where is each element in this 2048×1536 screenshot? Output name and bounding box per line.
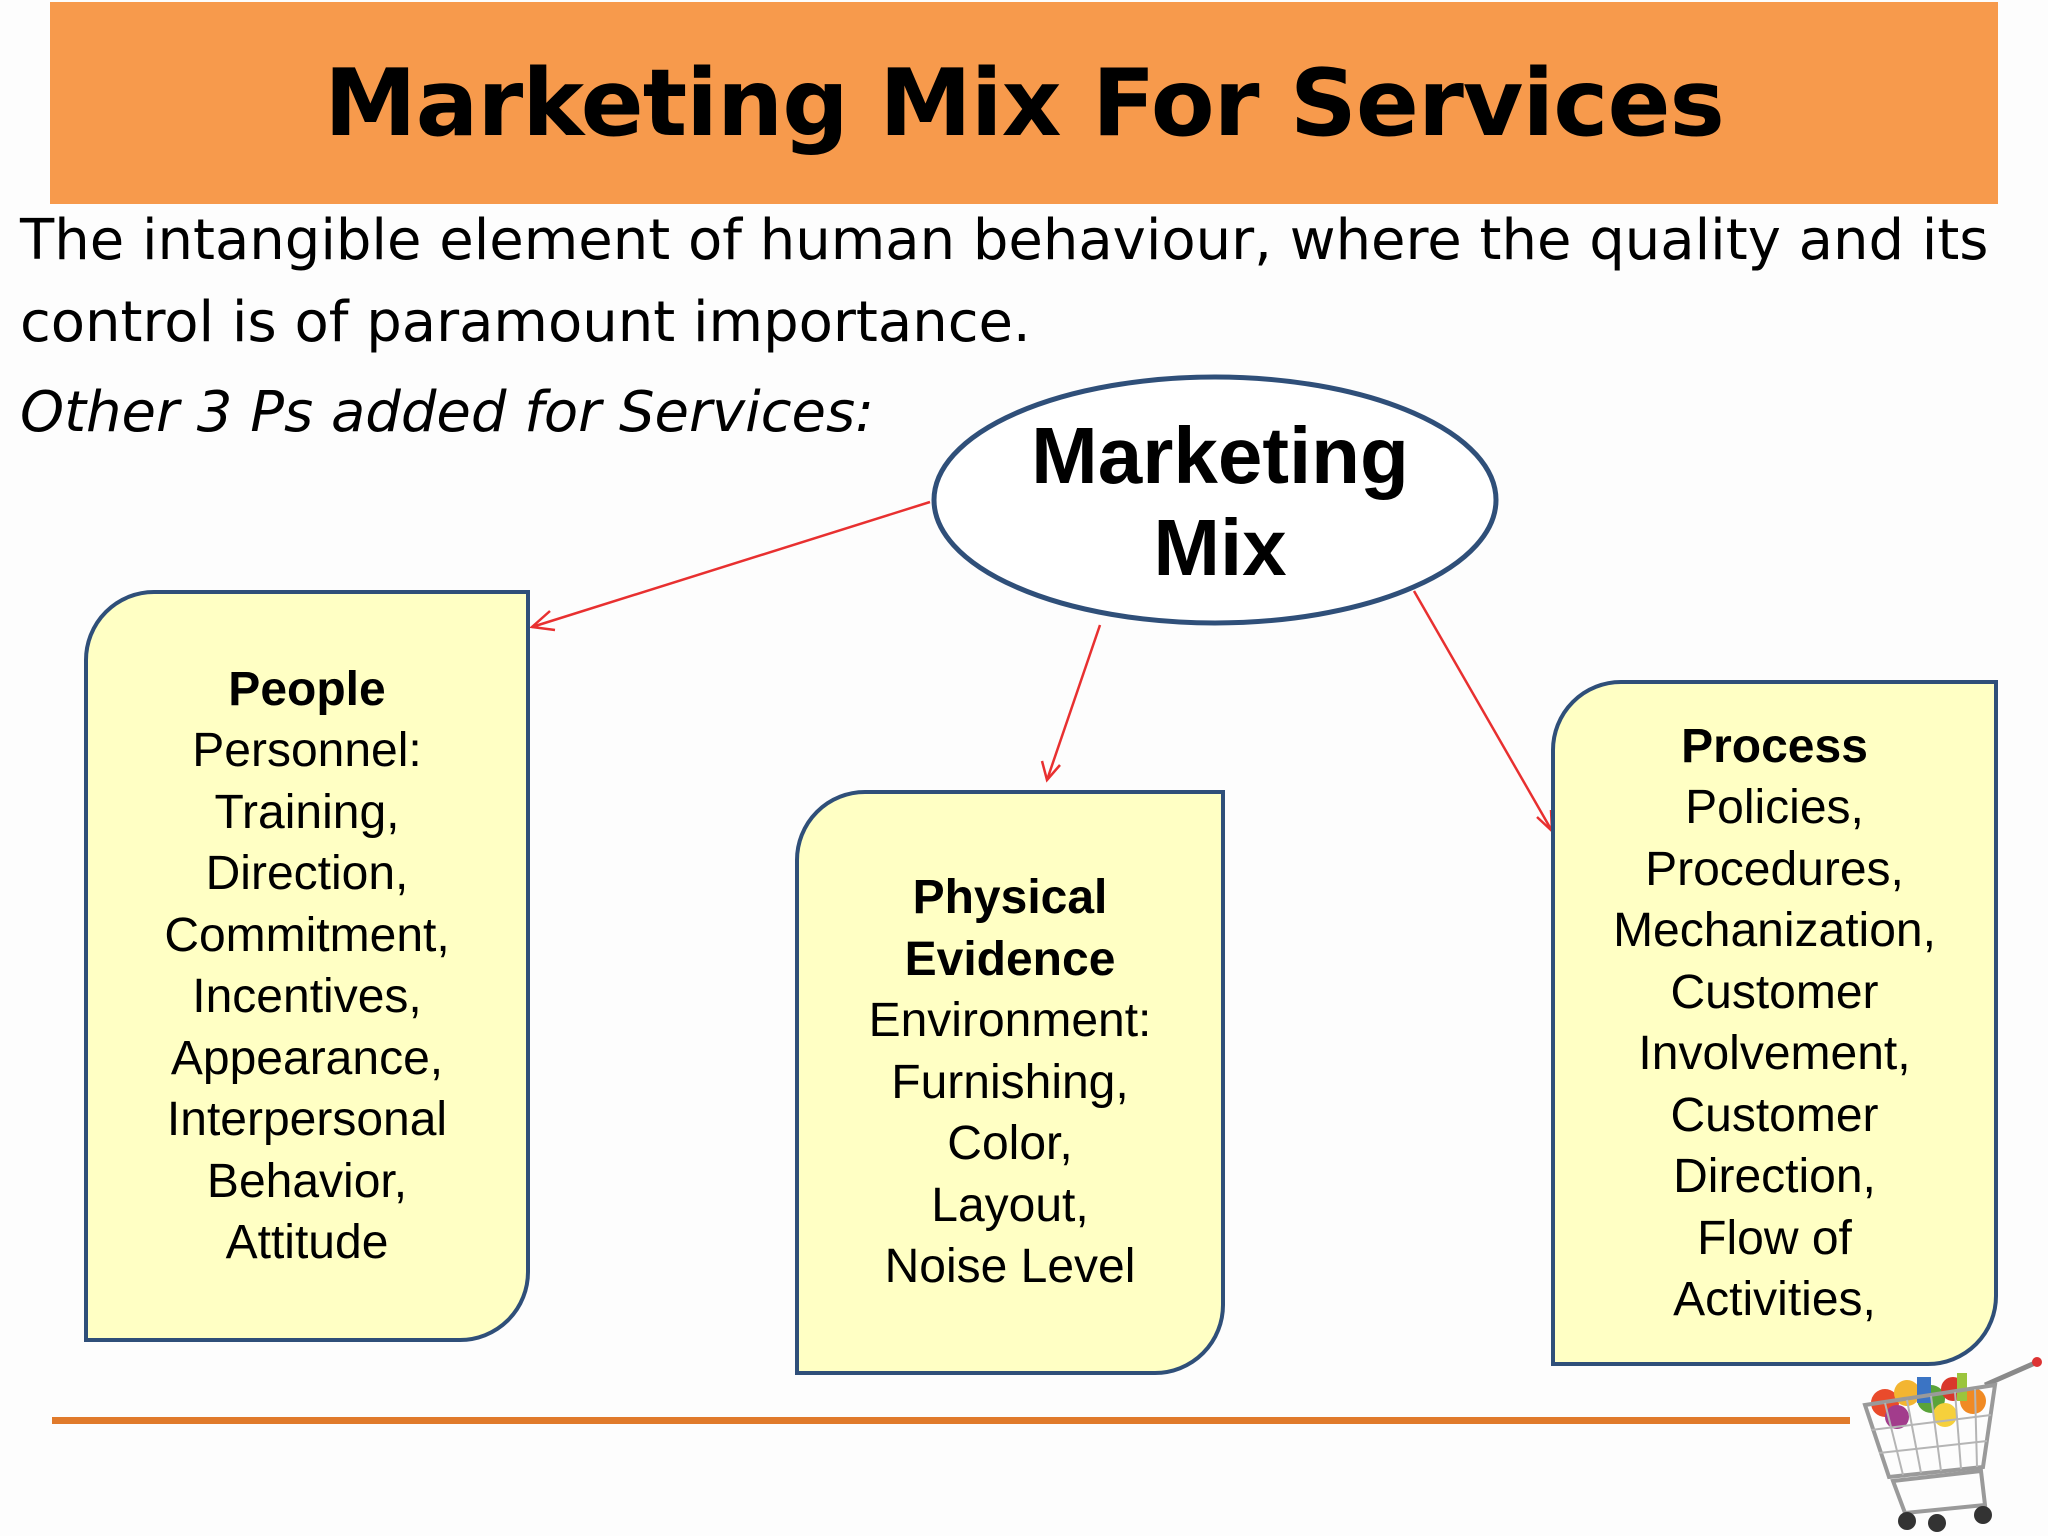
shopping-cart-icon: [1862, 1357, 2042, 1532]
physical-evidence-heading-1: Physical: [912, 871, 1108, 925]
people-item: Training,: [214, 785, 400, 839]
marketing-mix-label: Marketing Mix: [1000, 410, 1440, 594]
physical-evidence-box: Physical Evidence Environment: Furnishin…: [795, 790, 1225, 1375]
marketing-mix-line-2: Mix: [1153, 503, 1287, 592]
people-item: Commitment,: [164, 908, 450, 962]
title-bar: Marketing Mix For Services: [50, 2, 1998, 204]
people-item: Behavior,: [206, 1154, 408, 1208]
process-item: Procedures,: [1645, 842, 1904, 896]
process-item: Involvement,: [1638, 1027, 1911, 1080]
intro-line-2: control is of paramount importance.: [20, 290, 1031, 355]
process-item: Customer: [1670, 965, 1879, 1019]
footer-divider: [52, 1417, 1850, 1424]
people-item: Attitude: [225, 1216, 389, 1269]
arrow-to-physical-evidence: [1040, 624, 1102, 783]
process-item: Customer: [1670, 1088, 1879, 1142]
physical-evidence-item: Color,: [947, 1117, 1073, 1171]
process-item: Flow of: [1697, 1211, 1852, 1265]
people-item: Interpersonal: [166, 1093, 448, 1146]
physical-evidence-heading-2: Evidence: [904, 932, 1116, 986]
intro-text: The intangible element of human behaviou…: [20, 200, 2010, 364]
process-item: Activities,: [1673, 1273, 1876, 1326]
slide-title: Marketing Mix For Services: [324, 49, 1725, 157]
process-box: Process Policies, Procedures, Mechanizat…: [1551, 680, 1998, 1366]
marketing-mix-line-1: Marketing: [1031, 411, 1409, 500]
people-item: Direction,: [205, 847, 409, 900]
process-item: Direction,: [1673, 1150, 1876, 1203]
physical-evidence-item: Furnishing,: [891, 1055, 1129, 1109]
physical-evidence-item: Noise Level: [884, 1240, 1136, 1294]
physical-evidence-item: Environment:: [868, 994, 1152, 1048]
physical-evidence-item: Layout,: [931, 1178, 1089, 1232]
marketing-mix-ellipse: [931, 374, 1499, 626]
process-item: Mechanization,: [1613, 904, 1936, 957]
subheading: Other 3 Ps added for Services:: [20, 380, 874, 445]
people-item: Appearance,: [170, 1031, 444, 1085]
arrow-to-people: [529, 500, 931, 632]
process-heading: Process: [1681, 719, 1868, 773]
process-item: Policies,: [1685, 781, 1864, 834]
people-box: People Personnel: Training, Direction, C…: [84, 590, 530, 1342]
intro-line-1: The intangible element of human behaviou…: [20, 208, 1989, 273]
arrow-to-process: [1412, 590, 1554, 835]
people-heading: People: [228, 662, 386, 716]
people-item: Incentives,: [192, 970, 422, 1023]
people-item: Personnel:: [192, 724, 422, 777]
